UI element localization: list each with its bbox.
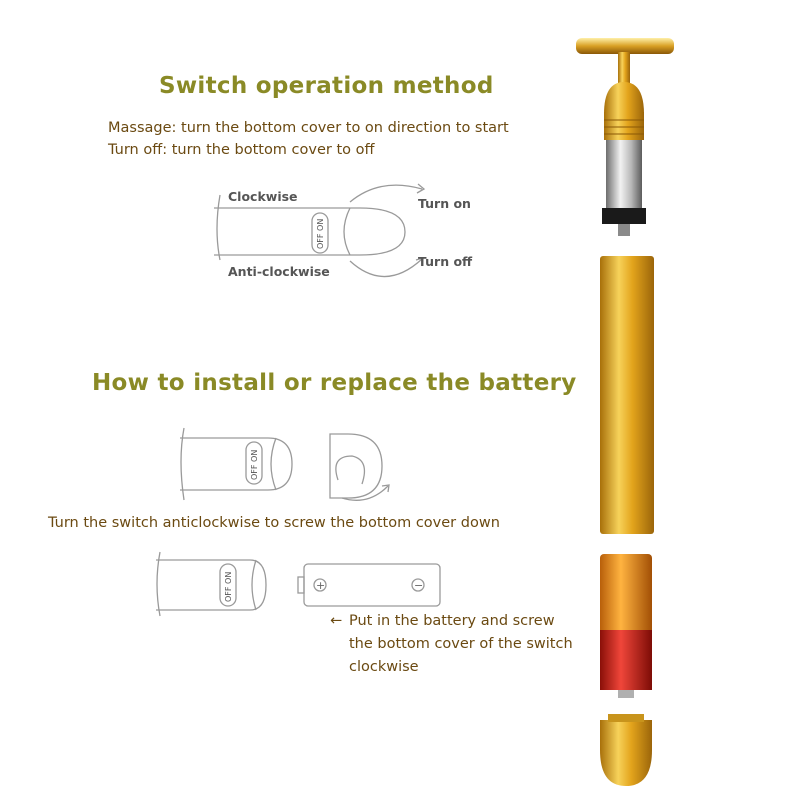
battery-section-title: How to install or replace the battery [92,370,577,396]
bottom-cap-rim [608,714,644,722]
switch-rotation-diagram: OFF ON [214,183,426,278]
switch-pill [311,212,329,254]
battery-plus-sign: + [316,579,325,592]
tube-left-edge [180,427,185,501]
product-exploded-view [576,38,674,786]
switch-section-title: Switch operation method [159,73,494,99]
turn-on-arrowhead [416,183,426,194]
switch-pill-text: OFF ON [224,572,233,602]
battery-red-section [600,630,652,690]
battery-terminal [618,690,634,698]
threaded-collar [604,112,644,140]
tube-seam [270,437,277,491]
motor-contact [618,224,630,236]
battery-step-unscrew: Turn the switch anticlockwise to screw t… [48,515,500,531]
turn-off-arc [349,258,423,278]
cap-seam [343,207,351,256]
battery-minus-sign: − [414,579,423,592]
tube-end [249,559,267,611]
vibration-motor [606,140,642,208]
tube-left-edge [156,551,161,617]
head-dome [604,82,644,114]
turn-on-arc [349,184,423,203]
unscrew-arc-lower [341,485,389,501]
switch-pill-text: OFF ON [316,219,325,249]
switch-pill [219,563,237,607]
head-stem [618,52,630,88]
tube-left-edge [216,194,221,261]
turn-on-label: Turn on [418,196,471,211]
switch-pill [245,441,263,485]
battery-step-insert-line2: the bottom cover of the switch [349,636,573,652]
battery-terminal [297,576,305,594]
battery-minus-circle [411,578,425,592]
gold-tube-body [600,256,654,534]
turn-off-arrowhead [415,257,424,266]
bottom-cap [600,720,652,786]
tube-seam [251,559,257,611]
battery-plus-circle [313,578,327,592]
clockwise-label: Clockwise [228,189,298,204]
left-arrow-icon: ← [330,613,343,629]
battery-step-insert-line1: Put in the battery and screw [349,613,555,629]
battery-step-insert-line3: clockwise [349,659,419,675]
tube-end [267,437,293,491]
detached-cover [329,433,383,499]
unscrew-arc [335,455,366,485]
switch-instruction-start: Massage: turn the bottom cover to on dir… [108,120,509,136]
unscrew-cover-diagram: OFF ON [180,427,390,501]
t-bar-head [576,38,674,54]
motor-base-ring [602,208,646,224]
switch-instruction-off: Turn off: turn the bottom cover to off [108,142,375,158]
unscrew-arrowhead [381,484,390,493]
bottom-cap-outline [359,207,406,256]
anti-clockwise-label: Anti-clockwise [228,264,330,279]
insert-battery-diagram: OFF ON + − [156,551,441,617]
turn-off-label: Turn off [418,254,473,269]
switch-pill-text: OFF ON [250,450,259,480]
